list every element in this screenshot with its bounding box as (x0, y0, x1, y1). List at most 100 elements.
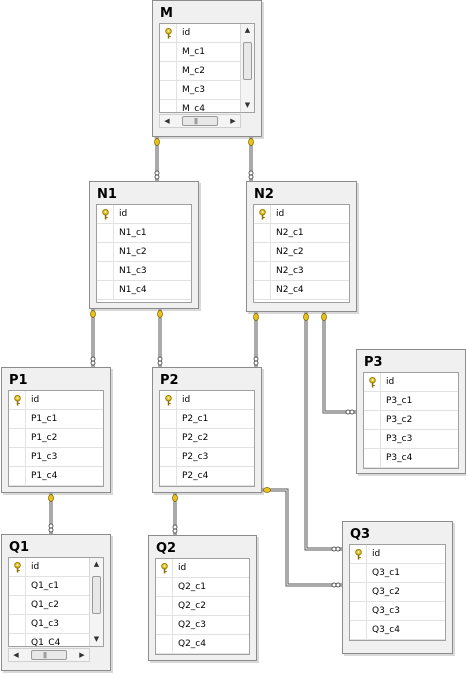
column-row[interactable]: P3_c1 (364, 392, 458, 411)
row-selector[interactable] (160, 467, 177, 485)
column-row[interactable]: N2_c1 (254, 224, 349, 243)
column-row[interactable]: Q1_c2 (9, 596, 103, 615)
row-selector[interactable] (254, 243, 271, 261)
column-row[interactable]: Q2_c2 (156, 597, 249, 616)
relationship-n2-p3[interactable] (321, 312, 357, 415)
column-row[interactable]: N2_c4 (254, 281, 349, 300)
primary-key-row[interactable]: id (9, 391, 103, 410)
row-selector[interactable] (364, 449, 381, 467)
scroll-thumb[interactable]: ||| (31, 650, 67, 660)
primary-key-row[interactable]: id (156, 559, 249, 578)
relationship-n2-p2[interactable] (253, 312, 259, 367)
column-row[interactable]: Q1_C4 (9, 634, 103, 646)
column-row[interactable]: M_c3 (160, 81, 254, 100)
row-selector[interactable] (97, 262, 114, 280)
column-row[interactable]: N1_c3 (97, 262, 191, 281)
scroll-down-icon[interactable]: ▼ (93, 635, 100, 643)
column-row[interactable]: N1_c2 (97, 243, 191, 262)
column-row[interactable]: P1_c3 (9, 448, 103, 467)
column-row[interactable]: M_c4 (160, 100, 254, 112)
column-row[interactable]: Q2_c3 (156, 616, 249, 635)
primary-key-row[interactable]: id (160, 391, 254, 410)
row-selector[interactable] (160, 448, 177, 466)
column-row[interactable]: Q3_c3 (350, 602, 445, 621)
row-selector[interactable] (9, 410, 26, 428)
column-row[interactable]: P1_c1 (9, 410, 103, 429)
column-row[interactable]: P2_c3 (160, 448, 254, 467)
row-selector[interactable] (160, 100, 177, 112)
row-selector[interactable] (160, 429, 177, 447)
row-selector[interactable] (9, 391, 26, 409)
row-selector[interactable] (97, 205, 114, 223)
row-selector[interactable] (156, 616, 173, 634)
column-row[interactable]: Q1_c3 (9, 615, 103, 634)
row-selector[interactable] (9, 577, 26, 595)
scroll-right-icon[interactable]: ▶ (230, 117, 236, 125)
column-row[interactable]: M_c2 (160, 62, 254, 81)
row-selector[interactable] (9, 615, 26, 633)
scroll-up-icon[interactable]: ▲ (93, 560, 100, 568)
scroll-up-icon[interactable]: ▲ (244, 26, 251, 34)
relationship-p2-q2[interactable] (172, 493, 178, 535)
column-row[interactable]: Q1_c1 (9, 577, 103, 596)
row-selector[interactable] (350, 583, 367, 601)
column-row[interactable]: Q3_c4 (350, 621, 445, 640)
scroll-thumb[interactable]: ||| (182, 116, 218, 126)
vertical-scrollbar[interactable]: ▲▼ (89, 558, 103, 646)
column-row[interactable]: P1_c4 (9, 467, 103, 486)
relationship-p2-q3[interactable] (262, 487, 342, 588)
primary-key-row[interactable]: id (364, 373, 458, 392)
column-row[interactable]: P2_c2 (160, 429, 254, 448)
row-selector[interactable] (364, 430, 381, 448)
row-selector[interactable] (97, 224, 114, 242)
row-selector[interactable] (254, 224, 271, 242)
column-row[interactable]: N2_c2 (254, 243, 349, 262)
primary-key-row[interactable]: id (254, 205, 349, 224)
column-row[interactable]: M_c1 (160, 43, 254, 62)
column-row[interactable]: Q3_c1 (350, 564, 445, 583)
scroll-right-icon[interactable]: ▶ (79, 651, 85, 659)
row-selector[interactable] (254, 262, 271, 280)
relationship-n1-p2[interactable] (157, 309, 163, 367)
row-selector[interactable] (9, 467, 26, 485)
row-selector[interactable] (9, 558, 26, 576)
row-selector[interactable] (350, 621, 367, 639)
row-selector[interactable] (364, 373, 381, 391)
scroll-thumb[interactable] (243, 42, 252, 80)
primary-key-row[interactable]: id (97, 205, 191, 224)
row-selector[interactable] (9, 596, 26, 614)
scroll-left-icon[interactable]: ◀ (13, 651, 19, 659)
relationship-m-n2[interactable] (248, 137, 254, 181)
row-selector[interactable] (97, 281, 114, 299)
primary-key-row[interactable]: id (9, 558, 103, 577)
row-selector[interactable] (160, 391, 177, 409)
row-selector[interactable] (364, 392, 381, 410)
row-selector[interactable] (9, 448, 26, 466)
column-row[interactable]: P1_c2 (9, 429, 103, 448)
row-selector[interactable] (254, 205, 271, 223)
row-selector[interactable] (254, 281, 271, 299)
row-selector[interactable] (156, 559, 173, 577)
row-selector[interactable] (97, 243, 114, 261)
relationship-m-n1[interactable] (154, 137, 160, 181)
primary-key-row[interactable]: id (160, 24, 254, 43)
relationship-n1-p1[interactable] (90, 309, 96, 367)
row-selector[interactable] (160, 81, 177, 99)
column-row[interactable]: Q2_c1 (156, 578, 249, 597)
column-row[interactable]: P3_c3 (364, 430, 458, 449)
row-selector[interactable] (9, 429, 26, 447)
scroll-left-icon[interactable]: ◀ (164, 117, 170, 125)
row-selector[interactable] (156, 597, 173, 615)
row-selector[interactable] (160, 62, 177, 80)
column-row[interactable]: N2_c3 (254, 262, 349, 281)
horizontal-scrollbar[interactable]: ◀ ||| ▶ (8, 648, 90, 662)
scroll-down-icon[interactable]: ▼ (244, 101, 251, 109)
row-selector[interactable] (160, 24, 177, 42)
relationship-p1-q1[interactable] (48, 493, 54, 534)
